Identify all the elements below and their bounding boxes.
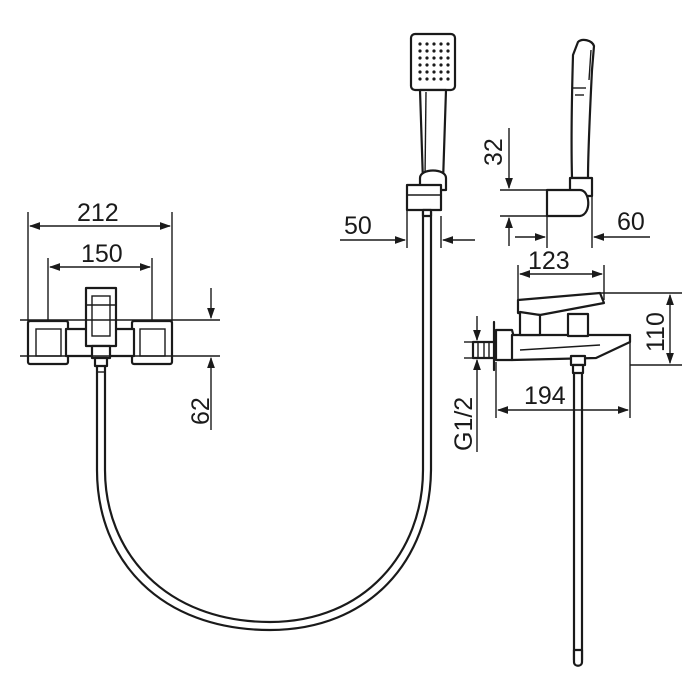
hand-shower-front <box>405 32 457 218</box>
dimension-62: 62 <box>20 288 220 430</box>
dim-150-label: 150 <box>81 240 123 268</box>
dimension-123: 123 <box>517 247 605 300</box>
dim-110-label: 110 <box>642 312 670 352</box>
side-view-mixer <box>471 291 632 667</box>
dim-212-label: 212 <box>77 199 119 227</box>
shower-hose <box>95 210 433 632</box>
hand-shower-side <box>545 38 596 218</box>
dimension-g12: G1/2 <box>450 316 481 452</box>
dimension-194: 194 <box>495 342 631 418</box>
dim-g12-label: G1/2 <box>450 397 478 451</box>
dim-32-label: 32 <box>480 138 508 166</box>
dimension-110: 110 <box>600 292 682 366</box>
dim-62-label: 62 <box>187 397 215 425</box>
dim-123-label: 123 <box>528 247 570 275</box>
dimension-150: 150 <box>47 240 153 322</box>
dimension-50: 50 <box>340 210 475 248</box>
front-view-mixer <box>26 286 174 368</box>
dim-194-label: 194 <box>524 382 566 410</box>
dimension-32: 32 <box>480 128 547 246</box>
dim-60-label: 60 <box>617 208 645 236</box>
dim-50-label: 50 <box>344 212 372 240</box>
dimension-60: 60 <box>515 196 650 248</box>
dimension-212: 212 <box>27 199 173 322</box>
